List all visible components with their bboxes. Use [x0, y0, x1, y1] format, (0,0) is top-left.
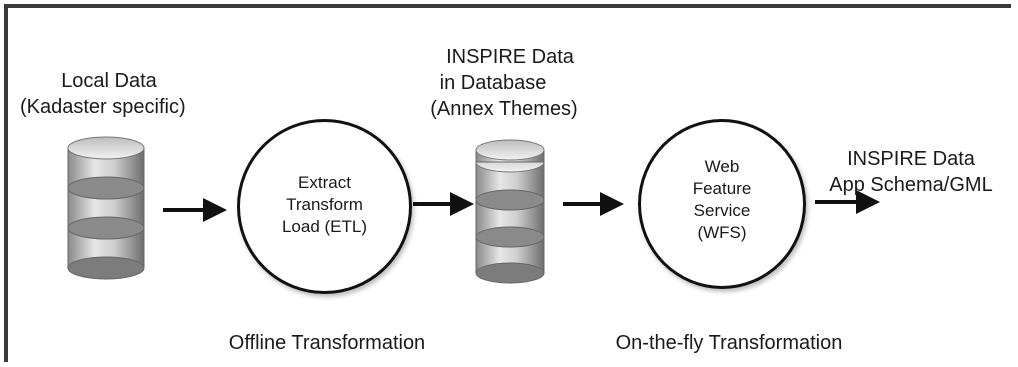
- inspire-db-title: INSPIRE Data: [446, 46, 574, 68]
- wfs-line-abbrev: (WFS): [697, 223, 747, 242]
- local-data-label: Local Data (Kadaster specific): [20, 68, 186, 120]
- wfs-line-web: Web: [704, 157, 740, 176]
- etl-label: Extract Transform Load (ETL): [237, 172, 412, 238]
- output-title: INSPIRE Data: [847, 148, 975, 170]
- inspire-database-icon: [475, 139, 545, 284]
- offline-transformation-caption: Offline Transformation: [228, 332, 426, 354]
- local-data-database-icon: [67, 136, 145, 280]
- inspire-db-label: INSPIRE Data in Database (Annex Themes): [420, 44, 600, 122]
- wfs-label: Web Feature Service (WFS): [638, 156, 806, 244]
- etl-line-transform: Transform: [286, 195, 363, 214]
- inspire-db-subtitle: in Database: [439, 72, 547, 94]
- diagram-frame: [4, 4, 1011, 362]
- output-label: INSPIRE Data App Schema/GML: [818, 146, 1004, 198]
- output-subtitle: App Schema/GML: [829, 174, 993, 196]
- local-data-title: Local Data: [61, 70, 157, 92]
- wfs-line-service: Service: [693, 201, 751, 220]
- onthefly-transformation-caption: On-the-fly Transformation: [615, 332, 843, 354]
- etl-process-node: [237, 119, 412, 294]
- etl-line-extract: Extract: [298, 173, 351, 192]
- etl-line-load: Load (ETL): [281, 217, 368, 236]
- wfs-service-node: [638, 119, 806, 289]
- wfs-line-feature: Feature: [692, 179, 752, 198]
- inspire-db-annex: (Annex Themes): [430, 98, 578, 120]
- local-data-subtitle: (Kadaster specific): [20, 96, 186, 118]
